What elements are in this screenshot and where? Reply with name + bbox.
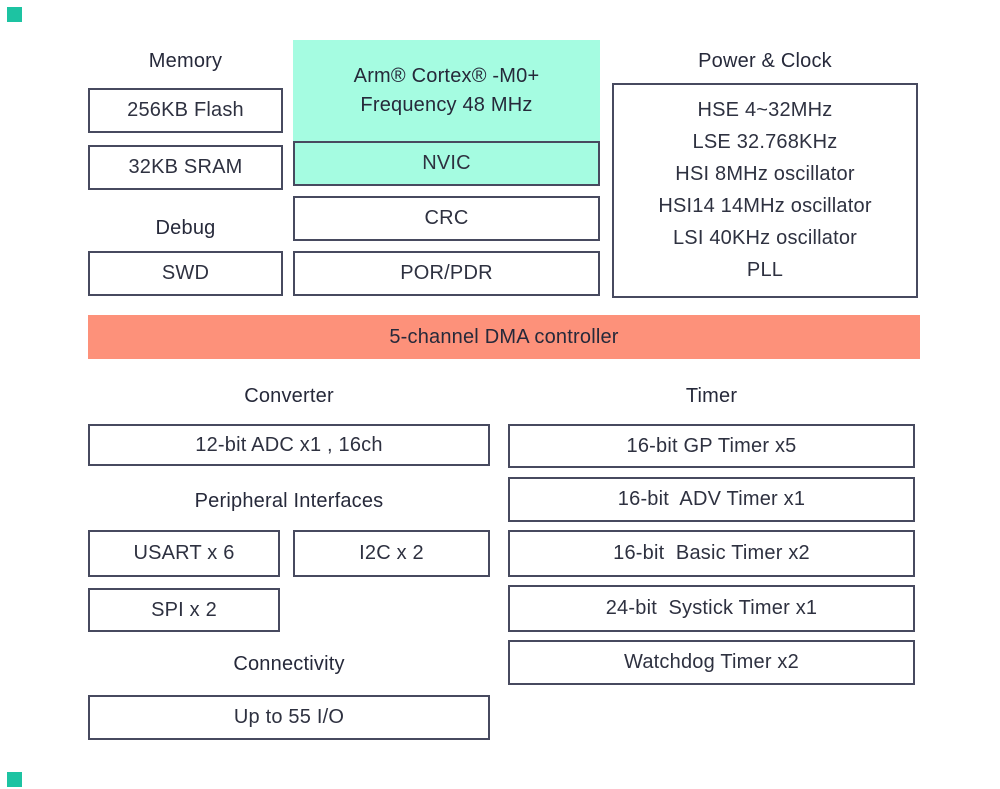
usart-box: USART x 6 (88, 530, 280, 577)
timer-heading: Timer (685, 384, 738, 407)
power-clock-line: LSE 32.768KHz (692, 131, 838, 154)
cortex-title-line1: Arm® Cortex® -M0+ (353, 64, 540, 87)
adv-timer-box: 16-bit ADV Timer x1 (508, 477, 915, 522)
io-box: Up to 55 I/O (88, 695, 490, 740)
spi-box: SPI x 2 (88, 588, 280, 632)
converter-heading: Converter (244, 384, 334, 407)
gp-timer-box: 16-bit GP Timer x5 (508, 424, 915, 468)
power-clock-box: HSE 4~32MHz LSE 32.768KHz HSI 8MHz oscil… (612, 83, 918, 298)
power-clock-line: PLL (746, 258, 784, 281)
nvic-box: NVIC (293, 141, 600, 186)
corner-accent-top-left (7, 7, 22, 22)
power-clock-heading: Power & Clock (698, 49, 832, 72)
cortex-m0-box: Arm® Cortex® -M0+ Frequency 48 MHz (293, 40, 600, 141)
cortex-title-line2: Frequency 48 MHz (360, 93, 533, 116)
i2c-box: I2C x 2 (293, 530, 490, 577)
systick-timer-box: 24-bit Systick Timer x1 (508, 585, 915, 632)
watchdog-timer-box: Watchdog Timer x2 (508, 640, 915, 685)
power-clock-line: HSI 8MHz oscillator (675, 163, 855, 186)
peripheral-interfaces-heading: Peripheral Interfaces (194, 489, 384, 512)
memory-heading: Memory (148, 49, 223, 72)
dma-controller-bar: 5-channel DMA controller (88, 315, 920, 359)
debug-heading: Debug (155, 216, 216, 239)
flash-box: 256KB Flash (88, 88, 283, 133)
sram-box: 32KB SRAM (88, 145, 283, 190)
crc-box: CRC (293, 196, 600, 241)
adc-box: 12-bit ADC x1 , 16ch (88, 424, 490, 466)
por-pdr-box: POR/PDR (293, 251, 600, 296)
connectivity-heading: Connectivity (233, 652, 345, 675)
power-clock-line: HSE 4~32MHz (697, 99, 833, 122)
basic-timer-box: 16-bit Basic Timer x2 (508, 530, 915, 577)
corner-accent-bottom-left (7, 772, 22, 787)
swd-box: SWD (88, 251, 283, 296)
power-clock-line: HSI14 14MHz oscillator (658, 194, 872, 217)
power-clock-line: LSI 40KHz oscillator (672, 226, 858, 249)
